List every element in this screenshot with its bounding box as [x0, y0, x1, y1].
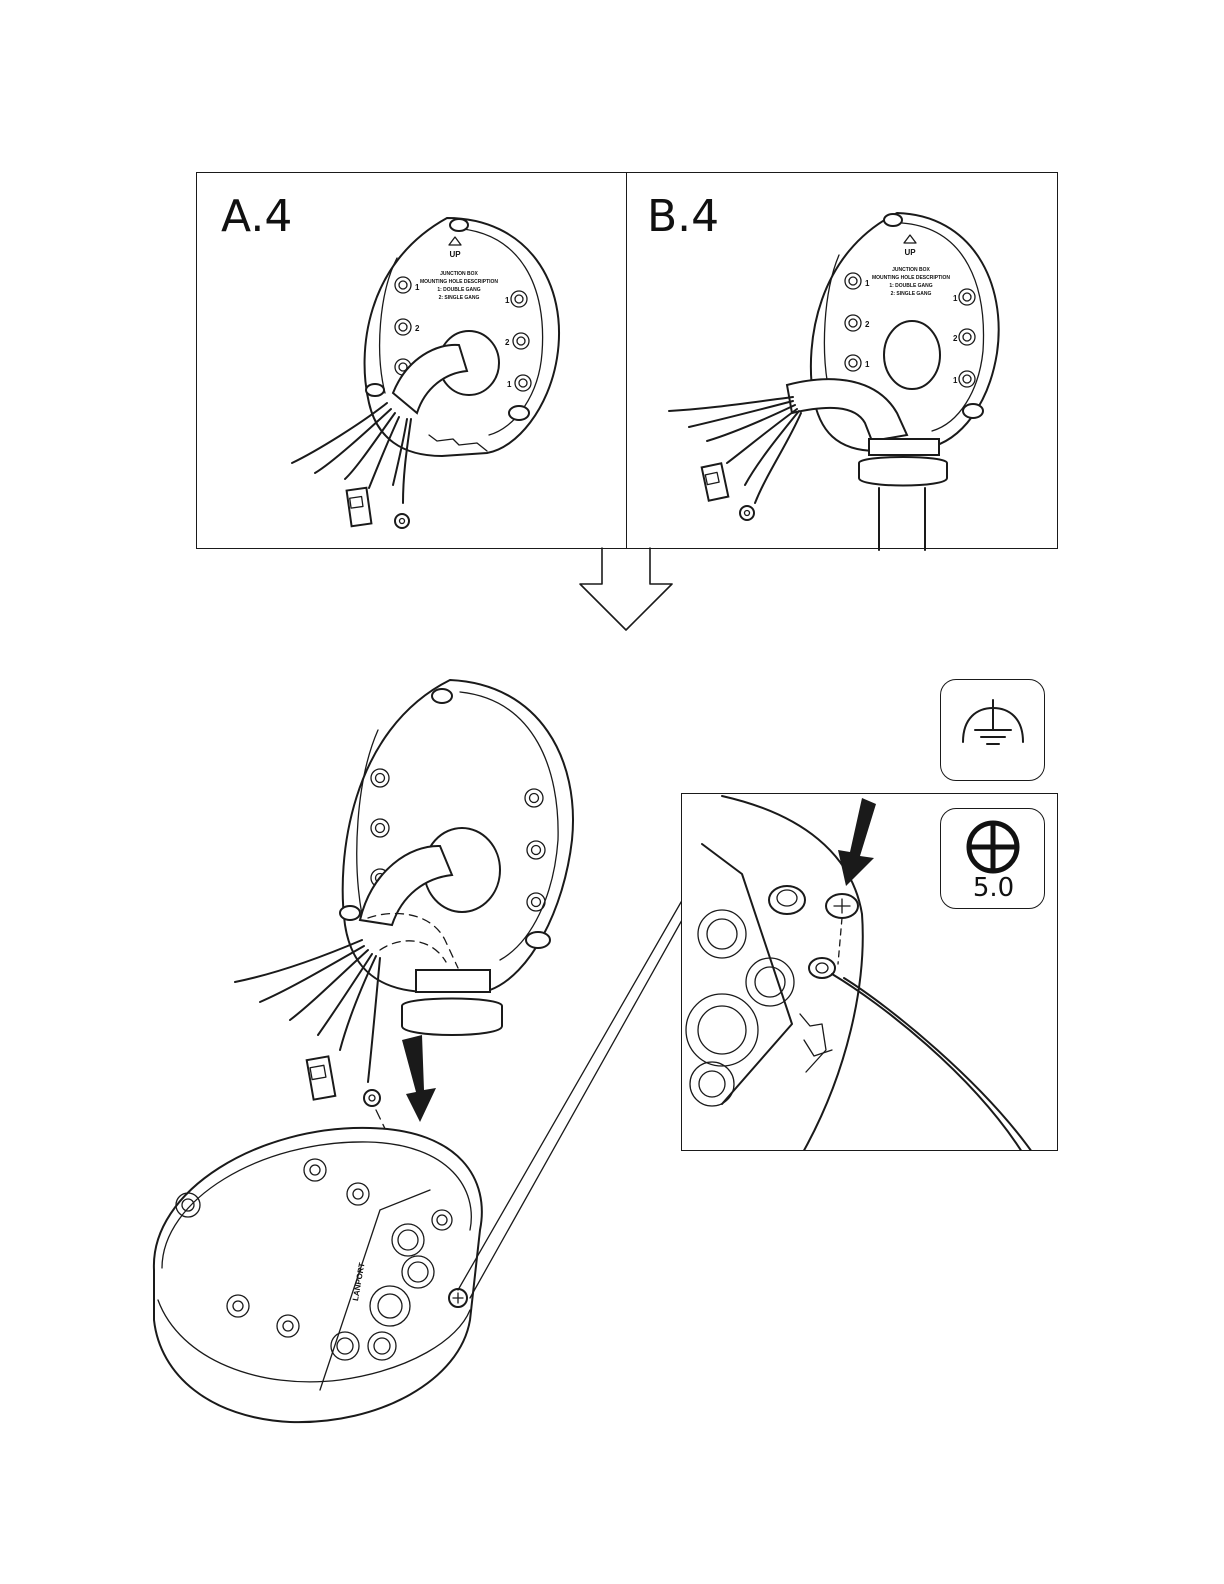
plate-b-line4: 2: SINGLE GANG [891, 291, 932, 297]
hole-b-label-2-left: 2 [865, 320, 870, 329]
plate-b-up-label: UP [904, 248, 916, 257]
screwdriver-torque-box: 5.0 [940, 808, 1045, 909]
hole-label-2-left: 2 [415, 324, 420, 333]
plate-b-line2: MOUNTING HOLE DESCRIPTION [872, 275, 950, 281]
hole-b-label-1-left: 1 [865, 279, 870, 288]
torque-value: 5.0 [941, 873, 1046, 903]
plate-line2: MOUNTING HOLE DESCRIPTION [420, 279, 498, 285]
hole-label-1-right: 1 [505, 296, 510, 305]
hole-label-1-left: 1 [415, 283, 420, 292]
hole-label-2-right: 2 [505, 338, 510, 347]
junction-box-assembly-illustration [140, 670, 700, 1430]
plate-b-title: JUNCTION BOX [892, 267, 930, 273]
plate-line4: 2: SINGLE GANG [439, 295, 480, 301]
ground-symbol-icon [941, 680, 1046, 782]
ground-symbol-box [940, 679, 1045, 781]
panel-step-a4: A.4 [196, 172, 627, 549]
hole-b-label-1-right-lower: 1 [953, 376, 958, 385]
plate-b-line3: 1: DOUBLE GANG [889, 283, 932, 289]
mounting-plate-illustration-a: UP JUNCTION BOX MOUNTING HOLE DESCRIPTIO… [197, 173, 628, 550]
plate-up-label: UP [449, 250, 461, 259]
mounting-plate-illustration-b: UP JUNCTION BOX MOUNTING HOLE DESCRIPTIO… [627, 173, 1059, 550]
hole-b-label-1-left-lower: 1 [865, 360, 870, 369]
hole-b-label-2-right: 2 [953, 334, 958, 343]
hole-b-label-1-right: 1 [953, 294, 958, 303]
hole-label-1-right-lower: 1 [507, 380, 512, 389]
panel-step-b4: B.4 [626, 172, 1058, 549]
plate-title: JUNCTION BOX [440, 271, 478, 277]
down-arrow-icon [576, 546, 676, 636]
plate-line3: 1: DOUBLE GANG [437, 287, 480, 293]
